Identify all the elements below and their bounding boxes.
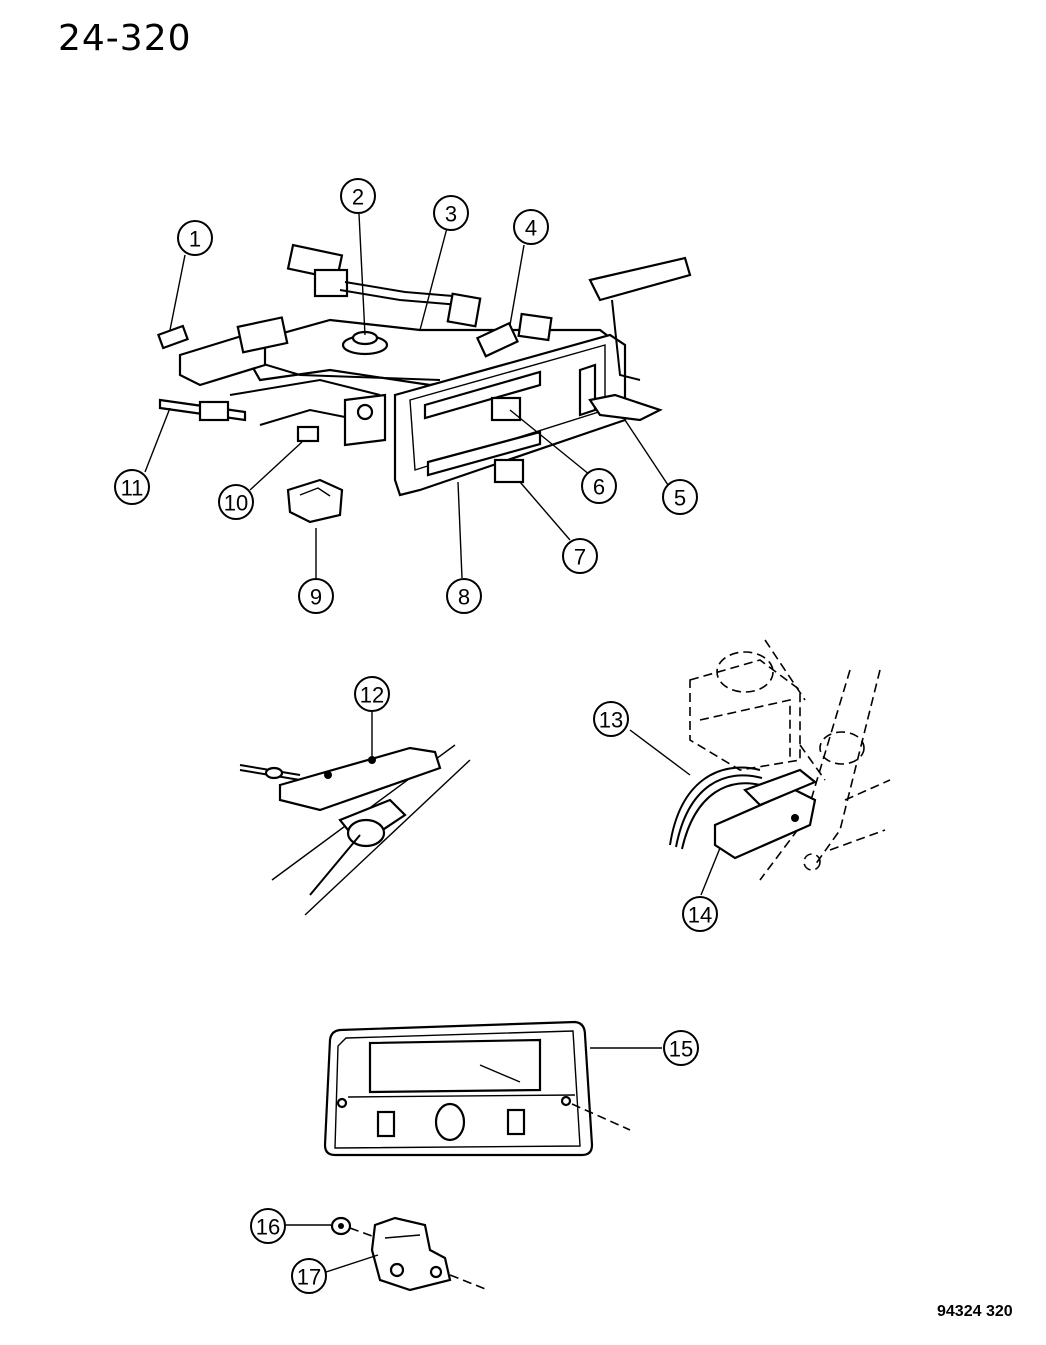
svg-text:15: 15 <box>669 1037 693 1062</box>
svg-text:7: 7 <box>574 545 586 570</box>
callout-5: 5 <box>662 479 698 515</box>
callout-10: 10 <box>218 484 254 520</box>
callout-4: 4 <box>513 209 549 245</box>
svg-text:12: 12 <box>360 683 384 708</box>
svg-text:8: 8 <box>458 585 470 610</box>
callout-8: 8 <box>446 578 482 614</box>
svg-text:17: 17 <box>297 1265 321 1290</box>
callout-2: 2 <box>340 178 376 214</box>
svg-text:2: 2 <box>352 185 364 210</box>
svg-text:14: 14 <box>688 903 712 928</box>
callout-11: 11 <box>114 469 150 505</box>
callout-3: 3 <box>433 195 469 231</box>
svg-text:13: 13 <box>599 708 623 733</box>
leader-lines <box>144 213 721 1274</box>
svg-text:4: 4 <box>525 216 537 241</box>
svg-text:5: 5 <box>674 486 686 511</box>
detail-12-illustration <box>239 744 471 916</box>
callout-6: 6 <box>581 468 617 504</box>
svg-text:16: 16 <box>256 1215 280 1240</box>
callout-15: 15 <box>663 1030 699 1066</box>
detail-13-14-illustration <box>669 639 891 881</box>
page-number: 24-320 <box>58 18 192 59</box>
callout-17: 17 <box>291 1258 327 1294</box>
switch-17-illustration <box>330 1216 489 1292</box>
svg-text:11: 11 <box>121 476 144 501</box>
callout-9: 9 <box>298 578 334 614</box>
svg-text:1: 1 <box>189 227 201 252</box>
control-assembly-illustration <box>156 243 692 497</box>
callout-14: 14 <box>682 896 718 932</box>
bezel-15-illustration <box>323 1020 631 1157</box>
svg-text:6: 6 <box>593 475 605 500</box>
figure-code: 94324 320 <box>937 1303 1013 1320</box>
callout-16: 16 <box>250 1208 286 1244</box>
clip-9-illustration <box>286 478 344 524</box>
callout-7: 7 <box>562 538 598 574</box>
svg-text:9: 9 <box>310 585 322 610</box>
svg-text:3: 3 <box>445 202 457 227</box>
callout-13: 13 <box>593 701 629 737</box>
svg-text:10: 10 <box>224 491 248 516</box>
callout-12: 12 <box>354 676 390 712</box>
callout-1: 1 <box>177 220 213 256</box>
